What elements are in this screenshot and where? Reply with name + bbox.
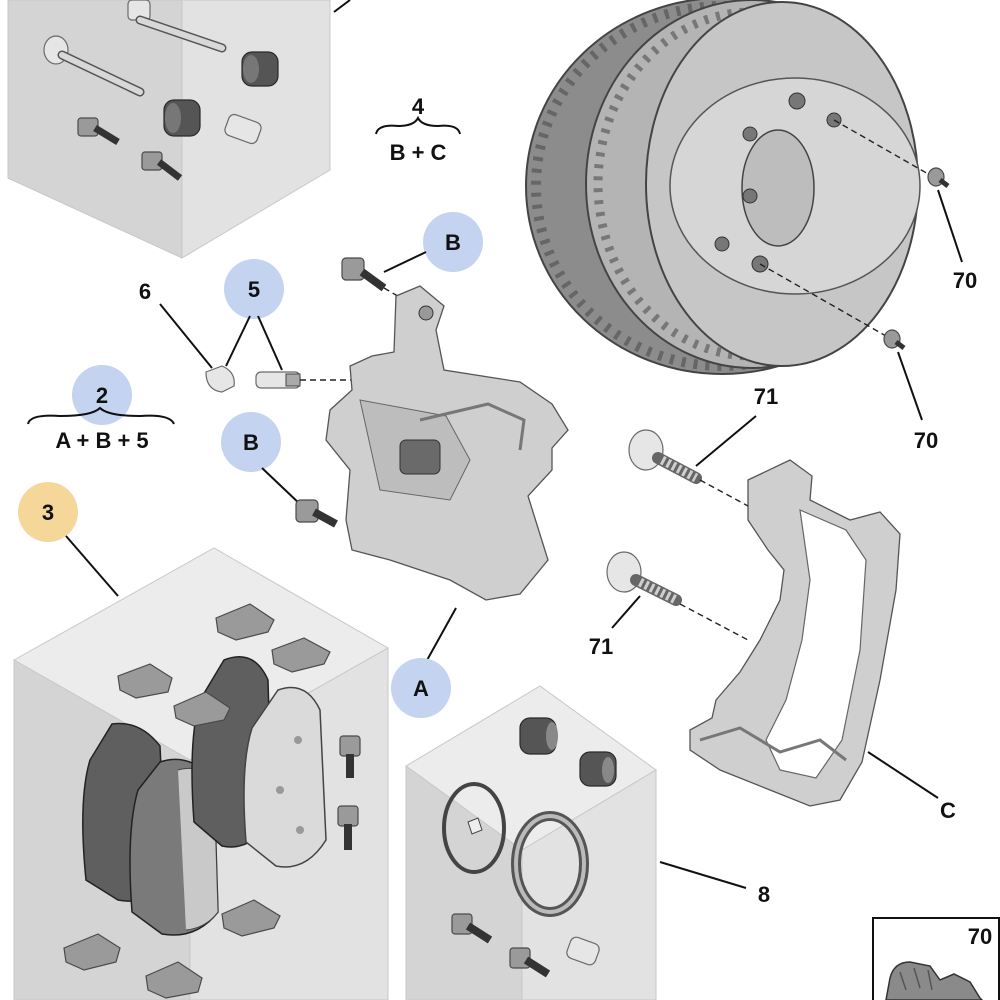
bubble-b-top	[423, 212, 483, 272]
disc-screw-top	[927, 167, 950, 188]
leader-b-top	[383, 251, 427, 273]
piston-seal	[511, 811, 589, 917]
leader-5a	[225, 315, 251, 367]
callout-71-mid: 71	[589, 634, 613, 659]
bleed-screw	[224, 113, 262, 145]
callout-b-mid-label: B	[243, 430, 259, 455]
brake-pad-kit-box	[12, 547, 390, 1000]
kit-4-callout: 4 B + C	[375, 94, 461, 165]
bush-2	[579, 751, 617, 787]
leader-c	[867, 751, 939, 799]
pad-clip-5	[221, 899, 281, 937]
brake-disc	[525, 0, 921, 375]
brake-caliper	[325, 285, 569, 601]
seal-sleeve	[566, 936, 600, 966]
callout-c-label: C	[940, 798, 956, 823]
callout-4-label: 4	[412, 94, 425, 119]
pad-clip-4	[173, 691, 231, 727]
dust-cap	[205, 365, 235, 393]
leader-a	[425, 607, 457, 663]
bubble-a	[391, 658, 451, 718]
callout-b-top-label: B	[445, 230, 461, 255]
brace-2	[27, 406, 175, 425]
leader-71-top	[695, 415, 757, 467]
leader-3	[65, 535, 119, 597]
pad-clip-2	[271, 637, 331, 673]
seal-bolt-1	[451, 913, 493, 944]
leader-8	[659, 861, 747, 889]
brake-pad-4	[243, 686, 327, 868]
guide-pin-1	[127, 0, 227, 53]
disc-screw-mid	[883, 329, 906, 350]
pad-bolt-1	[339, 735, 361, 778]
bracket-bolt-top	[628, 429, 702, 484]
caliper-bolt-mid	[295, 499, 338, 528]
leader-b-mid	[261, 467, 303, 507]
leader-6	[159, 303, 213, 369]
inset-screw-70: 70	[872, 917, 1000, 1000]
leader-5b	[257, 315, 283, 371]
callout-8-label: 8	[758, 882, 770, 907]
bleed-nipple	[255, 371, 301, 389]
rubber-bush-1	[241, 51, 279, 87]
dash-71-mid	[679, 603, 749, 641]
bubble-3	[18, 482, 78, 542]
bubble-5	[224, 259, 284, 319]
dash-70-top	[833, 119, 931, 176]
brace-4	[375, 115, 461, 135]
dash-70-mid	[759, 263, 887, 337]
bubble-2	[72, 365, 132, 425]
dash-71-top	[699, 479, 749, 507]
pad-clip-3	[117, 663, 173, 699]
leader-70-top	[937, 189, 963, 263]
callout-70-box: 70	[968, 924, 992, 949]
callout-2-label: 2	[96, 383, 108, 408]
rubber-bush-2	[163, 99, 201, 137]
pad-clip-1	[215, 603, 275, 641]
callout-ab5-label: A + B + 5	[55, 428, 148, 453]
leader-71-mid	[611, 595, 641, 629]
caliper-bolt-top	[341, 257, 387, 292]
callout-bc-label: B + C	[390, 140, 447, 165]
bolt-1	[77, 117, 120, 145]
bracket-bolt-mid	[606, 551, 682, 606]
callout-71-top: 71	[754, 384, 778, 409]
bush-1	[519, 717, 558, 755]
guide-pin-2	[43, 35, 145, 97]
pad-clip-6	[63, 933, 121, 971]
leader-70-mid	[897, 351, 923, 421]
pad-bolt-2	[337, 805, 359, 850]
kit-2-callout: 2 A + B + 5	[27, 365, 175, 453]
callout-5-label: 5	[248, 277, 260, 302]
bolt-2	[141, 151, 183, 181]
callout-3-label: 3	[42, 500, 54, 525]
caliper-bracket	[689, 459, 901, 807]
leader-top-box	[333, 0, 351, 13]
hardware-kit-box-top	[7, 0, 331, 259]
seal-kit-box	[405, 685, 657, 1000]
pad-clip-7	[145, 961, 203, 999]
seal-bolt-2	[509, 947, 551, 978]
seal-ring	[442, 782, 506, 874]
callout-6-label: 6	[139, 279, 151, 304]
callout-70-top: 70	[953, 268, 977, 293]
bubble-b-mid	[221, 412, 281, 472]
callout-a-label: A	[413, 676, 429, 701]
callout-70-mid: 70	[914, 428, 938, 453]
